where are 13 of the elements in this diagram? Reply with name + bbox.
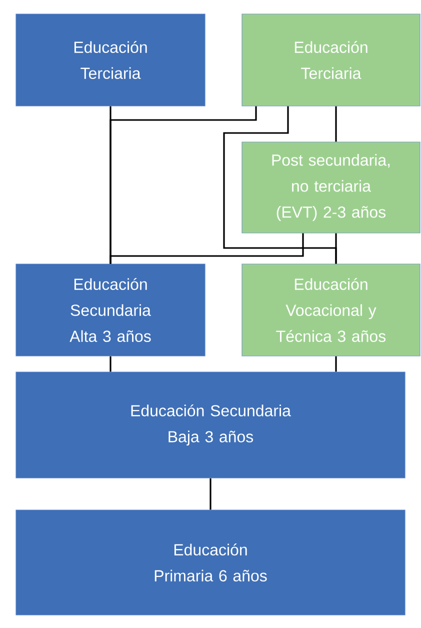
level-box: Post secundaria, no terciaria (EVT) 2-3 años xyxy=(242,142,420,234)
level-box: Educación Secundaria Baja 3 años xyxy=(16,372,406,478)
level-box: Educación Primaria 6 años xyxy=(16,510,406,616)
connector-line xyxy=(110,233,304,264)
level-box: Educación Vocacional y Técnica 3 años xyxy=(242,264,420,356)
connector-line xyxy=(335,106,337,142)
level-box: Educación Terciaria xyxy=(242,14,420,106)
connector-line xyxy=(335,356,337,372)
connector-line xyxy=(110,356,112,372)
connector-line xyxy=(335,233,337,264)
level-box: Educación Secundaria Alta 3 años xyxy=(16,264,206,356)
connector-line xyxy=(210,478,212,510)
level-box: Educación Terciaria xyxy=(16,14,206,106)
